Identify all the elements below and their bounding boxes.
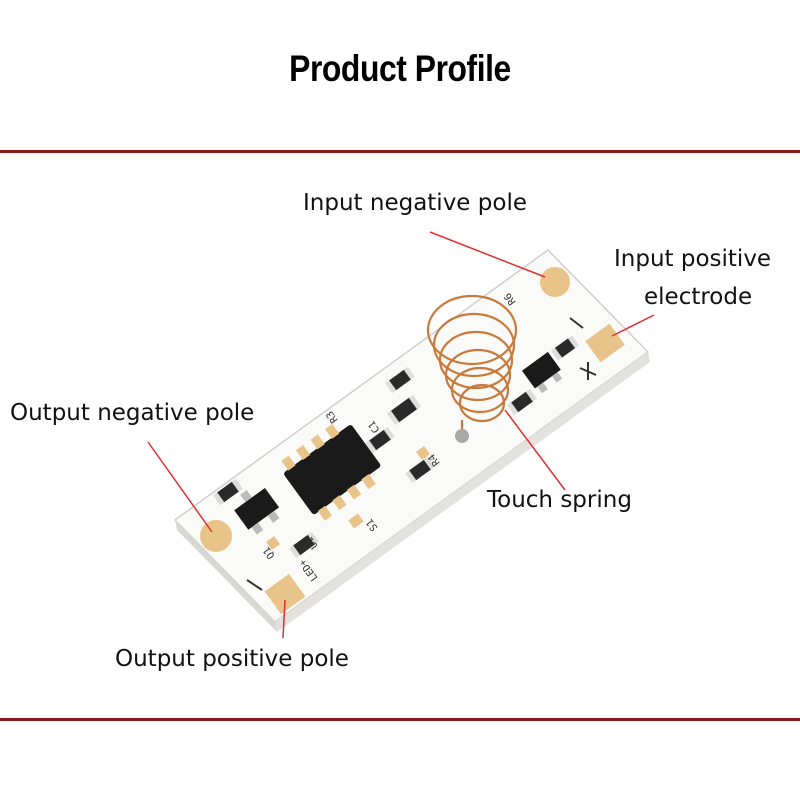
leader-lines bbox=[147, 231, 655, 639]
transistor-output bbox=[234, 487, 280, 535]
ic-chip bbox=[281, 423, 381, 521]
bottom-divider bbox=[0, 718, 800, 721]
label-output-positive-pole: Output positive pole bbox=[115, 646, 349, 672]
page-title: Product Profile bbox=[289, 48, 511, 89]
label-output-negative-pole: Output negative pole bbox=[10, 400, 255, 426]
label-touch-spring: Touch spring bbox=[487, 487, 632, 513]
input-positive-pad bbox=[585, 323, 625, 363]
label-input-negative-pole: Input negative pole bbox=[303, 190, 527, 216]
spring-solder-point bbox=[455, 429, 469, 443]
transistor-input bbox=[521, 351, 563, 394]
label-input-positive-line2: electrode bbox=[644, 284, 753, 310]
pcb-board bbox=[173, 249, 650, 632]
output-positive-pad bbox=[264, 573, 306, 615]
input-negative-pad bbox=[540, 267, 570, 297]
top-divider bbox=[0, 150, 800, 153]
smd-components bbox=[213, 335, 580, 559]
silkscreen-marks bbox=[246, 317, 597, 591]
output-negative-pad bbox=[200, 520, 232, 552]
label-input-positive-line1: Input positive bbox=[614, 246, 772, 272]
copper-pads bbox=[200, 267, 625, 615]
